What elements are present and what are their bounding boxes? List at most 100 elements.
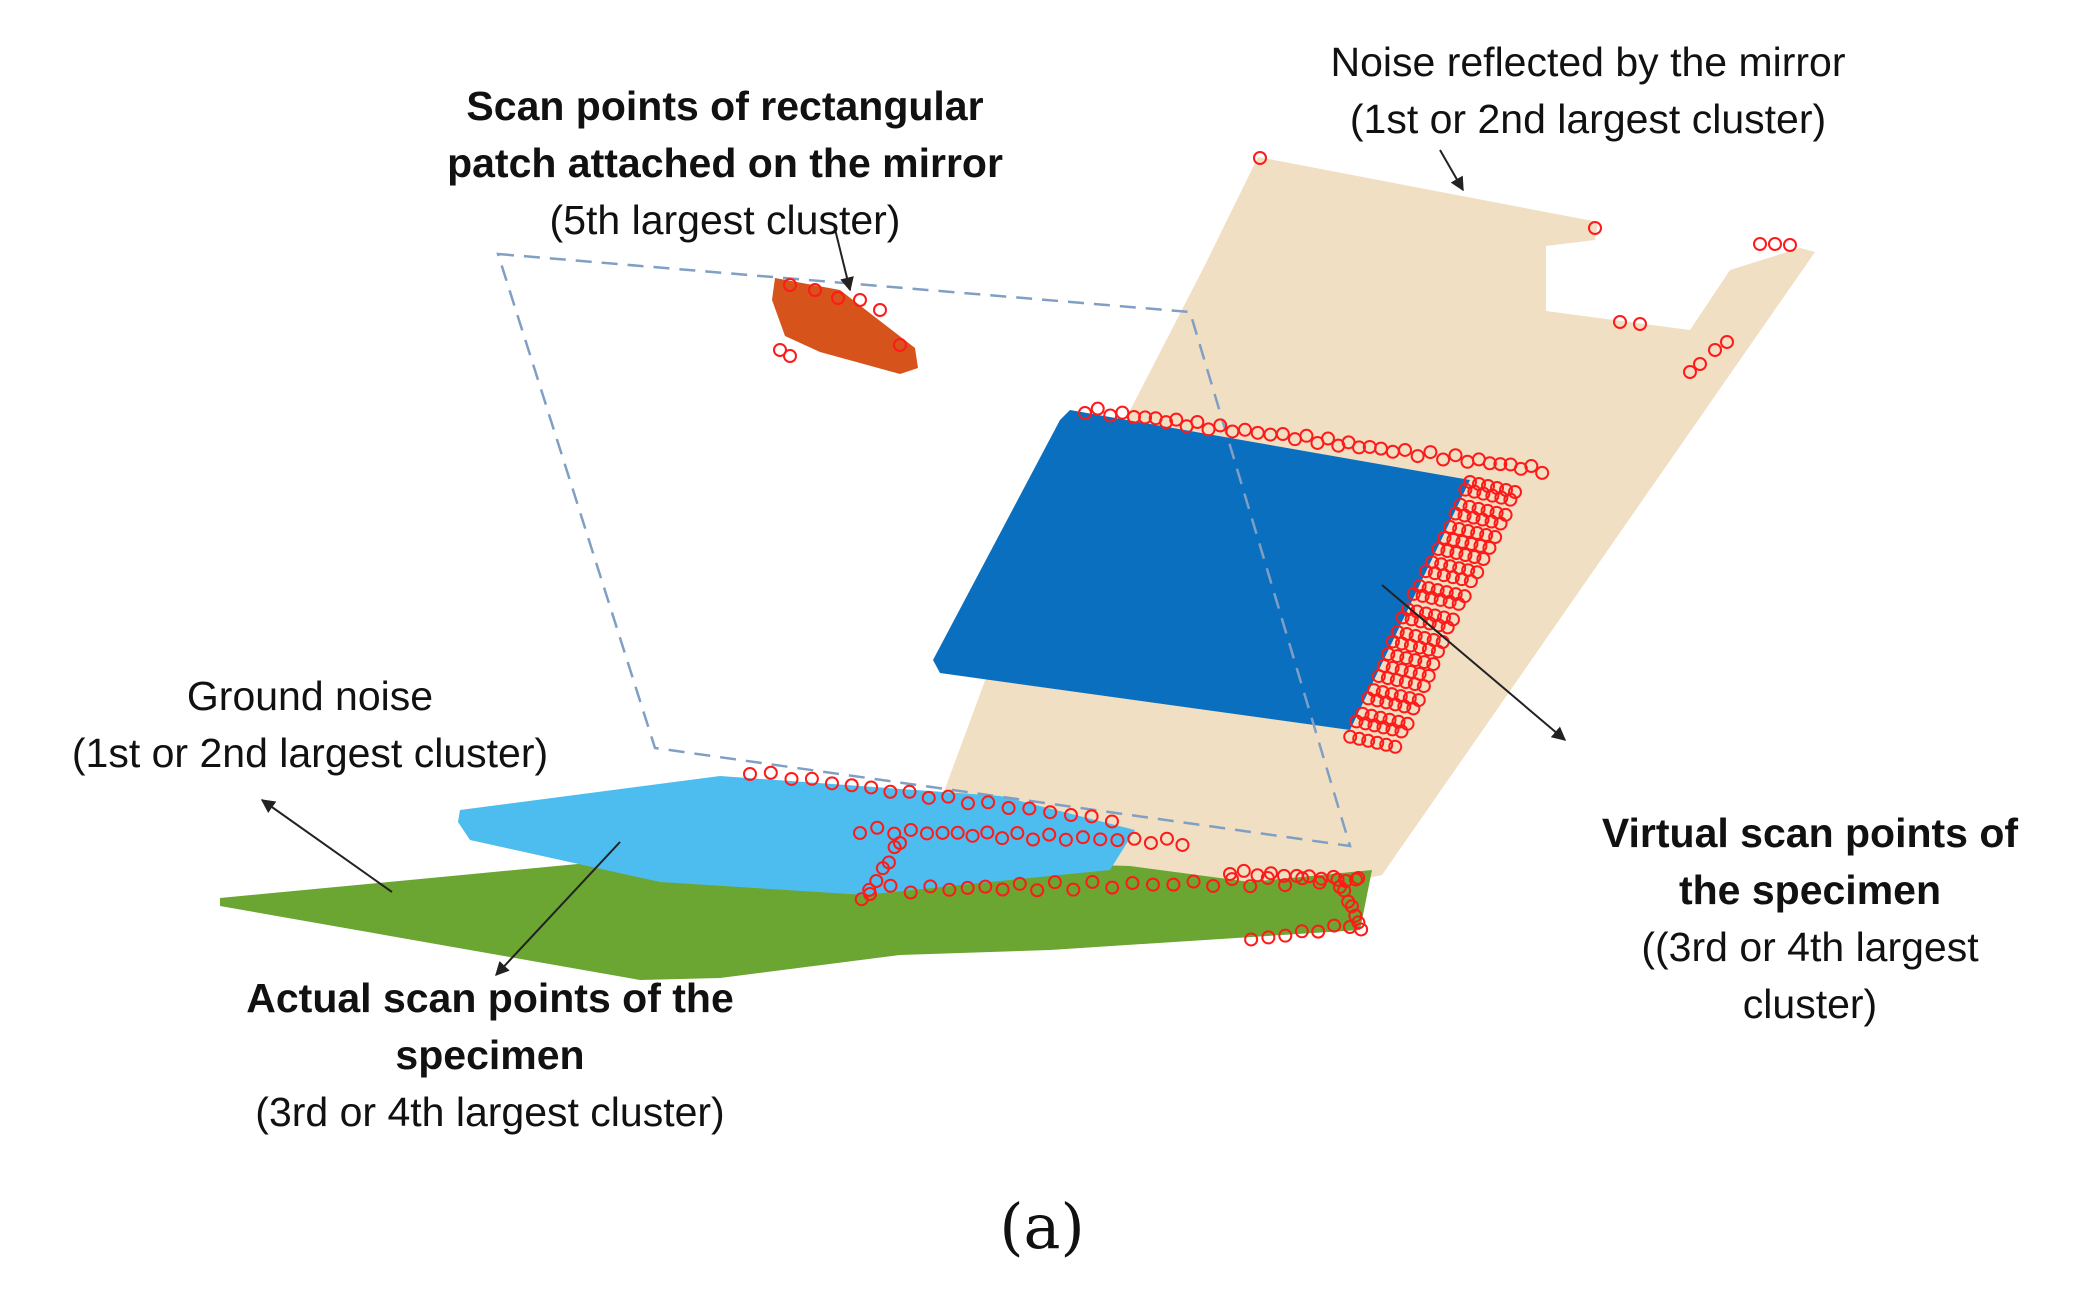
- outlier-ring: [1524, 459, 1539, 474]
- outlier-ring: [1412, 640, 1427, 655]
- label-mirror-noise-line1: Noise reflected by the mirror: [1330, 39, 1846, 85]
- outlier-ring: [942, 882, 957, 897]
- outlier-ring: [887, 840, 902, 855]
- outlier-ring: [1326, 869, 1341, 884]
- label-actual-specimen-line1: Actual scan points of the: [246, 975, 734, 1021]
- outlier-ring: [1026, 832, 1041, 847]
- outlier-ring: [1206, 878, 1221, 893]
- outlier-ring: [1159, 831, 1174, 846]
- outlier-ring: [1503, 492, 1518, 507]
- outlier-ring: [1394, 636, 1409, 651]
- outlier-ring: [763, 765, 778, 780]
- outlier-ring: [1261, 930, 1276, 945]
- outlier-ring: [1427, 566, 1442, 581]
- outlier-ring: [783, 349, 797, 363]
- outlier-ring: [1454, 572, 1469, 587]
- outlier-ring: [1058, 832, 1073, 847]
- outlier-ring: [1768, 237, 1782, 251]
- outlier-ring: [1430, 644, 1445, 659]
- outlier-ring: [1388, 739, 1403, 754]
- outlier-ring: [1388, 697, 1403, 712]
- outlier-ring: [1166, 877, 1181, 892]
- outlier-ring: [1093, 832, 1108, 847]
- outlier-ring: [1485, 488, 1500, 503]
- outlier-ring: [1361, 733, 1376, 748]
- outlier-ring: [1633, 317, 1647, 331]
- outlier-ring: [995, 831, 1010, 846]
- outlier-ring: [1493, 516, 1508, 531]
- outlier-ring: [1482, 456, 1497, 471]
- outlier-ring: [844, 778, 859, 793]
- outlier-ring: [1466, 510, 1481, 525]
- outlier-ring: [1327, 918, 1342, 933]
- outlier-ring: [1457, 508, 1472, 523]
- outlier-ring: [1236, 863, 1251, 878]
- outlier-ring: [1431, 618, 1446, 633]
- outlier-ring: [1488, 530, 1503, 545]
- outlier-ring: [1423, 445, 1438, 460]
- arrow-patch: [833, 224, 854, 292]
- outlier-ring: [1159, 415, 1174, 430]
- mirror-patch-region: [772, 278, 918, 374]
- outlier-ring: [743, 767, 757, 781]
- outlier-ring: [1407, 677, 1422, 692]
- outlier-ring: [1127, 831, 1142, 846]
- outlier-ring: [1442, 594, 1457, 609]
- outlier-ring: [1433, 592, 1448, 607]
- outlier-ring: [1445, 570, 1460, 585]
- outlier-ring: [919, 826, 934, 841]
- outlier-ring: [862, 882, 877, 897]
- outlier-ring: [950, 825, 965, 840]
- outlier-ring: [1143, 835, 1158, 850]
- outlier-ring: [1470, 526, 1485, 541]
- outlier-ring: [1381, 647, 1396, 662]
- outlier-ring: [1376, 720, 1391, 735]
- outlier-ring: [1418, 564, 1433, 579]
- label-actual-specimen: Actual scan points of the specimen (3rd …: [190, 970, 790, 1141]
- outlier-ring: [1451, 596, 1466, 611]
- outlier-ring: [923, 879, 938, 894]
- outlier-ring: [824, 776, 839, 791]
- outlier-ring: [1010, 826, 1025, 841]
- outlier-ring: [1352, 731, 1367, 746]
- outlier-ring: [1449, 546, 1464, 561]
- outlier-ring: [1075, 830, 1090, 845]
- outlier-ring: [1343, 920, 1357, 934]
- outlier-ring: [1458, 548, 1473, 563]
- outlier-ring: [773, 343, 787, 357]
- outlier-ring: [1467, 550, 1482, 565]
- outlier-ring: [1379, 737, 1394, 752]
- outlier-ring: [965, 828, 980, 843]
- outlier-ring: [1404, 612, 1419, 627]
- outlier-ring: [981, 795, 996, 810]
- outlier-ring: [1321, 431, 1336, 446]
- outlier-ring: [1351, 440, 1366, 455]
- outlier-ring: [1440, 620, 1455, 635]
- outlier-ring: [1410, 449, 1425, 464]
- outlier-ring: [1415, 588, 1430, 603]
- outlier-ring: [1508, 485, 1522, 499]
- outlier-ring: [1343, 729, 1358, 744]
- outlier-ring: [1333, 880, 1347, 894]
- outlier-ring: [1461, 524, 1476, 539]
- outlier-ring: [1588, 221, 1602, 235]
- outlier-ring: [1299, 428, 1314, 443]
- outlier-rings: [743, 151, 1797, 947]
- outlier-ring: [1473, 538, 1488, 553]
- outlier-ring: [1104, 814, 1119, 829]
- outlier-ring: [1250, 868, 1265, 883]
- outlier-ring: [1022, 801, 1037, 816]
- outlier-ring: [831, 291, 845, 305]
- outlier-ring: [1244, 932, 1259, 947]
- outlier-ring: [1397, 699, 1412, 714]
- outlier-ring: [1436, 568, 1451, 583]
- outlier-ring: [1278, 878, 1293, 893]
- label-virtual-specimen-line4: cluster): [1742, 981, 1878, 1027]
- outlier-ring: [995, 882, 1010, 897]
- outlier-ring: [864, 780, 879, 795]
- outlier-ring: [1753, 237, 1767, 251]
- label-patch: Scan points of rectangular patch attache…: [380, 78, 1070, 249]
- outlier-ring: [1385, 722, 1400, 737]
- outlier-ring: [1110, 833, 1125, 848]
